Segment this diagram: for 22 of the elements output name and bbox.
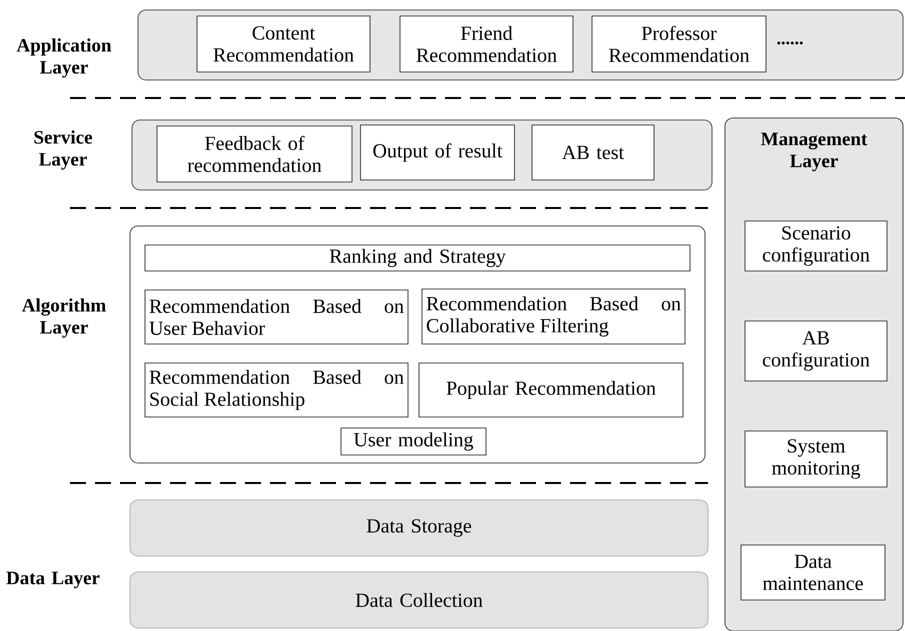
module-box: Data maintenance [740,544,886,600]
module-box: Friend Recommendation [400,16,574,72]
module-box: Recommendation Based on Social Relationship [144,362,408,418]
layer-bar: Data Collection [130,572,708,628]
module-box: System monitoring [744,430,888,488]
module-box: Scenario configuration [744,220,888,272]
layer-bar: Data Storage [130,500,708,556]
module-box: User modeling [340,428,486,456]
layer-name: Data Layer [6,572,100,588]
layer-name: Algorithm Layer [22,298,106,338]
module-box: Output of result [360,124,515,180]
module-box: Feedback of recommendation [156,126,352,182]
module-box: Content Recommendation [196,16,370,72]
module-box: Recommendation Based on User Behavior [144,290,408,344]
module-box: AB configuration [744,320,888,382]
module-box: Professor Recommendation [592,16,766,72]
module-box: Ranking and Strategy [144,244,690,272]
layer-name: Application Layer [16,38,112,78]
layer-name: Service Layer [34,130,92,170]
module-box: Popular Recommendation [418,362,684,418]
module-box: Recommendation Based on Collaborative Filtering [422,288,686,344]
module-box: AB test [532,124,654,180]
